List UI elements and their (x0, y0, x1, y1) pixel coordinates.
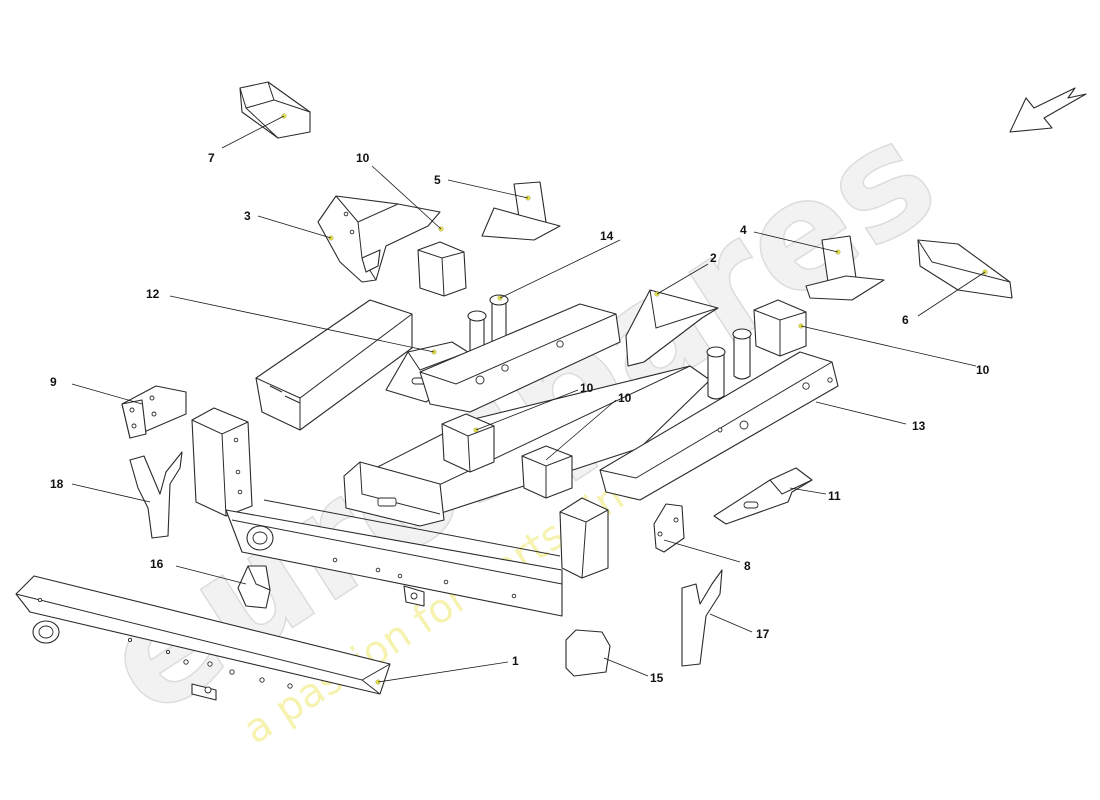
callout-17: 17 (756, 627, 770, 641)
part-1-crossmember (15, 575, 391, 701)
part-2-gusset (625, 289, 719, 367)
leader-lines (71, 115, 986, 683)
callout-15: 15 (650, 671, 664, 685)
callout-6: 6 (902, 313, 909, 327)
callout-8: 8 (744, 559, 751, 573)
callout-4: 4 (740, 223, 747, 237)
callout-5: 5 (434, 173, 441, 187)
callout-18: 18 (50, 477, 64, 491)
callout-7: 7 (208, 151, 215, 165)
part-10-box-top (417, 226, 467, 297)
part-17-bracket (681, 569, 723, 667)
part-16-plate (237, 565, 271, 609)
callout-11: 11 (828, 489, 841, 503)
callout-1: 1 (512, 654, 519, 668)
part-3-gusset (317, 195, 441, 283)
callout-10-mid-right: 10 (618, 391, 632, 405)
front-frame-assembly (191, 299, 839, 617)
part-4-bracket (805, 235, 885, 301)
part-18-bracket (129, 451, 183, 539)
callout-2: 2 (710, 251, 717, 265)
part-8-bracket (653, 503, 685, 553)
part-15-plate (565, 629, 611, 677)
part-11-bracket (713, 467, 813, 525)
part-14-pins-right (706, 328, 752, 400)
callout-14: 14 (600, 229, 614, 243)
part-9-bracket (121, 385, 187, 439)
callout-10-right: 10 (976, 363, 990, 377)
part-6-bracket (917, 239, 1013, 299)
callout-10-mid-left: 10 (580, 381, 594, 395)
callout-16: 16 (150, 557, 164, 571)
part-5-bracket (481, 181, 561, 241)
arrow-down-left-icon (1009, 87, 1087, 133)
callout-10-top: 10 (356, 151, 370, 165)
callout-9: 9 (50, 375, 57, 389)
part-10-box-mid-right (521, 445, 573, 499)
callout-3: 3 (244, 209, 251, 223)
part-7-bracket (239, 81, 311, 139)
callout-13: 13 (912, 419, 926, 433)
part-10-box-right (753, 299, 807, 357)
callout-12: 12 (146, 287, 160, 301)
callout-labels: 7 10 5 3 14 4 2 12 6 10 9 10 10 13 18 11… (50, 151, 990, 685)
